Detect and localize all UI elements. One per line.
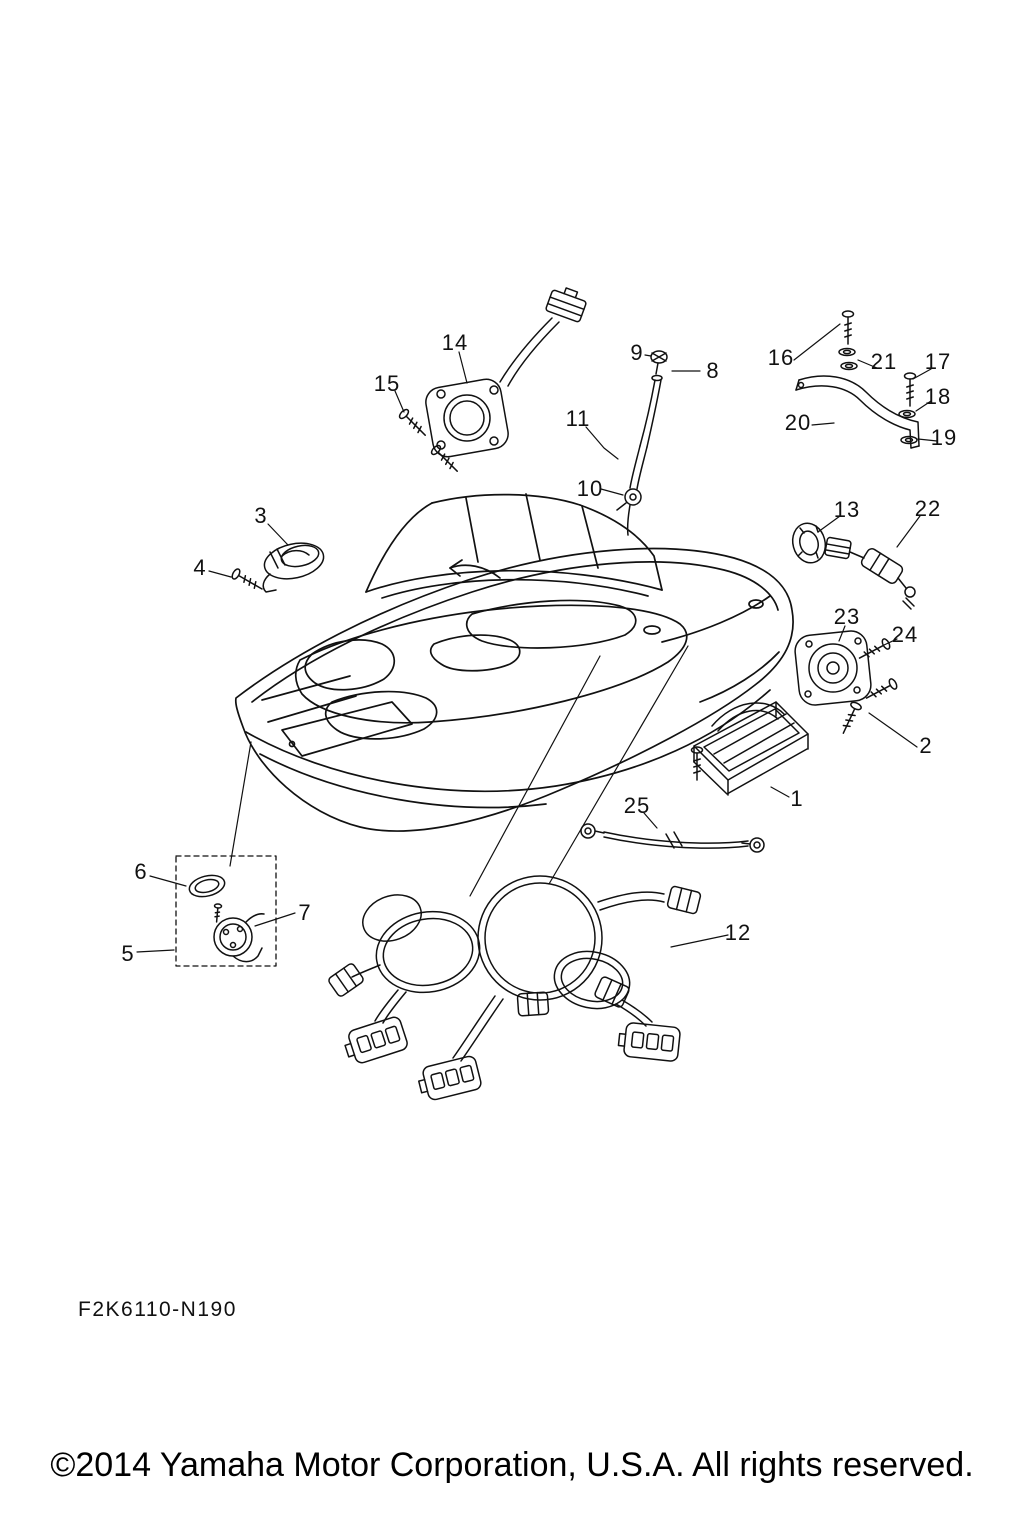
- part-dipstick-group: [616, 350, 668, 536]
- part-grommet-group: [791, 522, 827, 564]
- part-horn-group: [229, 542, 325, 595]
- part-speaker-group: [794, 630, 899, 706]
- boat-hull-drawing: [234, 493, 794, 832]
- diagram-code: F2K6110-N190: [78, 1298, 237, 1321]
- part-stay-bracket-group: [795, 310, 920, 449]
- part-fuel-sender-group: [175, 855, 277, 967]
- part-sensor-group: [824, 536, 916, 610]
- copyright-text: ©2014 Yamaha Motor Corporation, U.S.A. A…: [50, 1446, 974, 1484]
- part-wire-harness-group: [326, 875, 702, 1104]
- part-gauge-flange-group: [397, 287, 587, 476]
- leader-lines: [136, 323, 938, 953]
- part-tray-group: [690, 700, 864, 796]
- part-battery-cable-group: [580, 823, 765, 853]
